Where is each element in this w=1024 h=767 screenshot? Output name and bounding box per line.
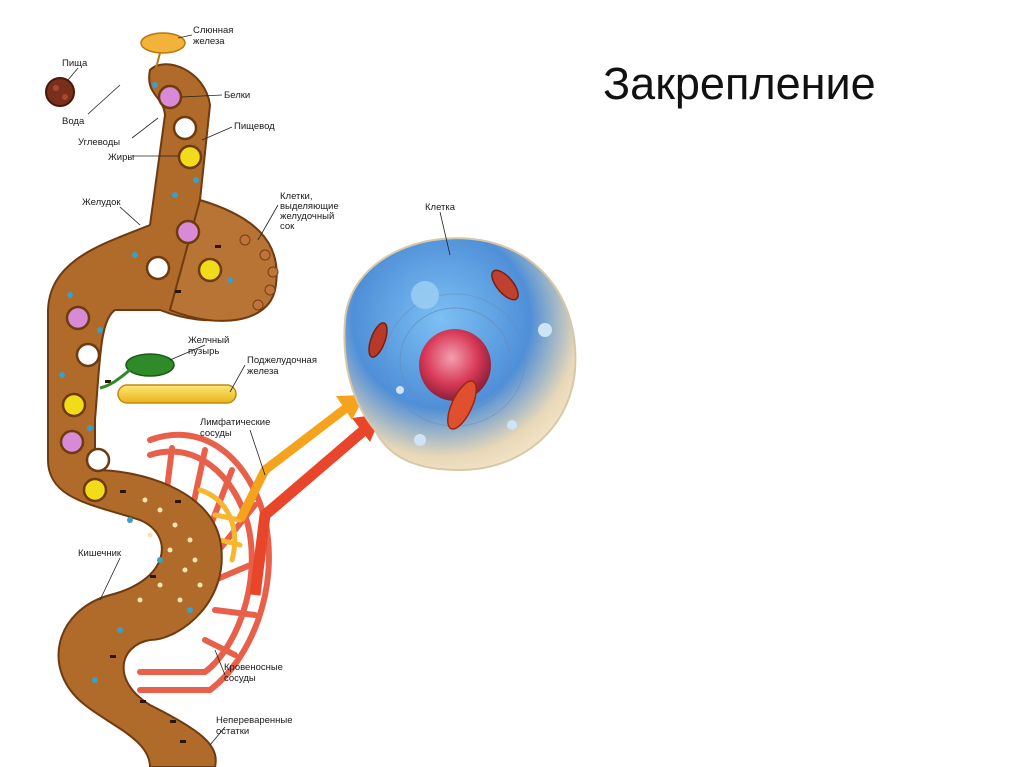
label-gastric-cells-4: сок: [280, 221, 295, 232]
label-pancreas-2: железа: [247, 366, 279, 377]
label-intestine: Кишечник: [78, 548, 122, 559]
label-undigested-2: остатки: [216, 726, 249, 737]
blood-arrow: [249, 414, 382, 596]
label-carbohydrates: Углеводы: [78, 137, 120, 148]
salivary-gland: [140, 32, 186, 69]
slide-title: Закрепление: [603, 58, 876, 109]
pancreas: [117, 384, 237, 404]
leader-lines: [67, 34, 451, 746]
label-salivary-gland-1: Слюнная: [193, 25, 233, 36]
label-esophagus: Пищевод: [234, 121, 275, 132]
digestive-tract: [47, 63, 279, 767]
label-gastric-cells-3: желудочный: [280, 211, 334, 222]
label-blood-vessels-2: сосуды: [224, 673, 256, 684]
label-undigested-1: Непереваренные: [216, 715, 293, 726]
label-water: Вода: [62, 116, 85, 127]
label-cell: Клетка: [425, 202, 456, 213]
label-fats: Жиры: [108, 152, 134, 163]
small-particles: [59, 82, 233, 743]
digestion-diagram: Слюнная железа Пища Вода Углеводы Жиры Б…: [45, 25, 577, 767]
cell-nucleus: [419, 329, 491, 401]
label-lymph-vessels-2: сосуды: [200, 428, 232, 439]
food-item: [45, 77, 75, 107]
mitochondrion: [447, 380, 477, 430]
label-gastric-cells-1: Клетки,: [280, 191, 313, 202]
label-gallbladder-1: Желчный: [188, 335, 229, 346]
gallbladder: [99, 353, 175, 390]
label-salivary-gland-2: железа: [193, 36, 225, 47]
cell: [343, 237, 577, 472]
nutrient-particles: [59, 84, 223, 503]
diagram-labels: Слюнная железа Пища Вода Углеводы Жиры Б…: [62, 25, 456, 737]
label-stomach: Желудок: [82, 197, 121, 208]
mitochondrion: [368, 322, 388, 358]
label-blood-vessels-1: Кровеносные: [224, 662, 283, 673]
label-gastric-cells-2: выделяющие: [280, 201, 339, 212]
label-proteins: Белки: [224, 90, 250, 101]
label-food: Пища: [62, 58, 88, 69]
label-gallbladder-2: пузырь: [188, 346, 219, 357]
mitochondrion: [491, 269, 519, 301]
label-lymph-vessels-1: Лимфатические: [200, 417, 270, 428]
lymph-vessels: [197, 487, 243, 563]
label-pancreas-1: Поджелудочная: [247, 355, 317, 366]
